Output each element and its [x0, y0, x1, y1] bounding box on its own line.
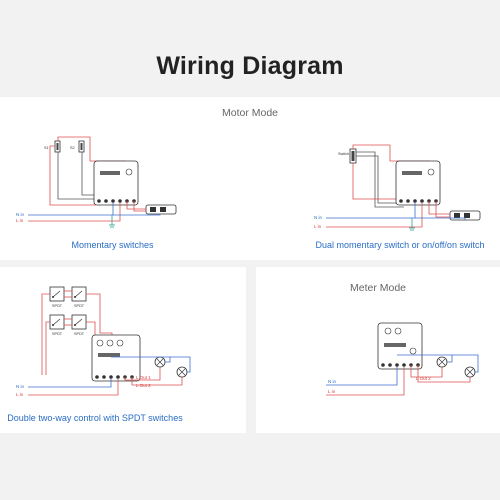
neutral-in-label-spdt: N in: [16, 384, 24, 389]
spdt-label-2: SPDT: [74, 304, 85, 308]
spdt-label-3: SPDT: [52, 332, 63, 336]
relay-module-spdt: [91, 334, 141, 382]
spdt-panel: Double two-way control with SPDT switche…: [0, 267, 246, 433]
momentary-switches-caption: Momentary switches: [71, 240, 154, 250]
relay-module-right: [395, 160, 441, 206]
page-title: Wiring Diagram: [156, 52, 344, 80]
motor-mode-panel: Motor Mode Momentary switches Dual momen…: [0, 97, 500, 260]
spdt-switch-3: [49, 314, 65, 330]
meter-mode-panel: Meter Mode L Out 2 N in L in: [256, 267, 500, 433]
spdt-caption: Double two-way control with SPDT switche…: [7, 413, 183, 423]
neutral-in-label-left: N in: [16, 212, 24, 217]
svg-text:S2: S2: [70, 146, 75, 150]
dual-momentary-caption: Dual momentary switch or on/off/on switc…: [315, 240, 485, 250]
dual-momentary-diagram: Switch N in L in: [314, 144, 481, 231]
spdt-switch-2: [71, 286, 87, 302]
meter-mode-header: Meter Mode: [349, 282, 407, 294]
live-in-label-meter: L in: [328, 389, 336, 394]
meter-mode-diagram: L Out 2 N in L in: [326, 322, 479, 396]
svg-text:S1: S1: [44, 146, 49, 150]
lamp-1: [154, 356, 166, 368]
spdt-switch-4: [71, 314, 87, 330]
motor-mode-header: Motor Mode: [221, 107, 279, 119]
out2-label-meter: L Out 2: [416, 376, 431, 381]
neutral-in-label-right: N in: [314, 215, 322, 220]
lamp-2: [176, 366, 188, 378]
momentary-switches-diagram: S1 S2 N in: [16, 136, 177, 228]
motor-mode-diagrams: S1 S2 N in: [16, 136, 481, 231]
live-in-label-right: L in: [314, 224, 322, 229]
out2-label-spdt: L Out 2: [136, 383, 151, 388]
spdt-switch-1: [49, 286, 65, 302]
spdt-label-4: SPDT: [74, 332, 85, 336]
live-in-label-left: L in: [16, 218, 24, 223]
spdt-diagram: SPDT SPDT SPDT SPDT: [16, 286, 191, 397]
live-in-label-spdt: L in: [16, 392, 24, 397]
neutral-in-label-meter: N in: [328, 379, 336, 384]
spdt-label-1: SPDT: [52, 304, 63, 308]
lamp-meter-1: [436, 356, 448, 368]
lamp-meter-2: [464, 366, 476, 378]
relay-module-left: [93, 160, 139, 206]
out1-label-spdt: L Out 1: [136, 375, 151, 380]
switch-label: Switch: [338, 152, 349, 156]
